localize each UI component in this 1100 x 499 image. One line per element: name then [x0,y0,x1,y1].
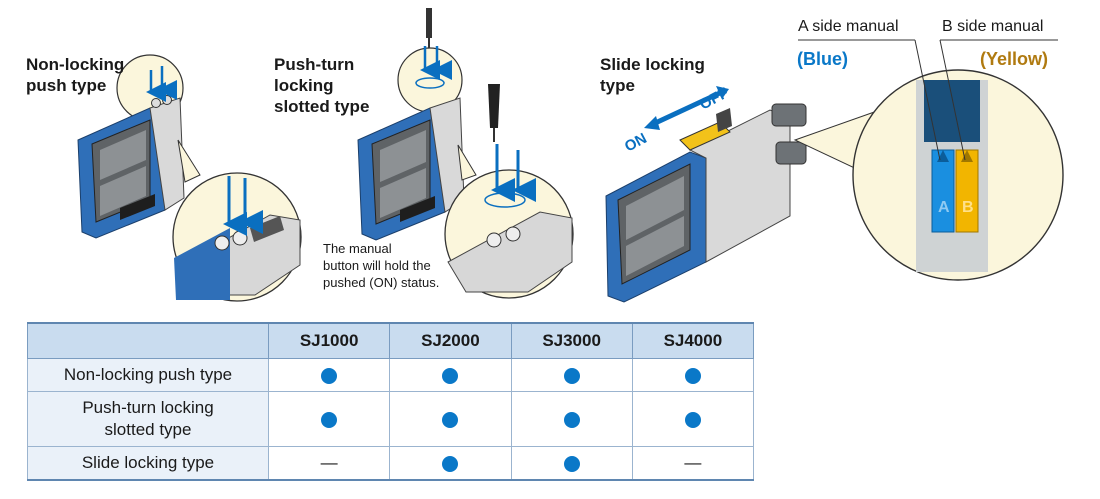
push-turn-label-line2: locking [274,76,334,95]
row-header-text: Push-turn locking [82,398,214,417]
non-locking-label-line1: Non-locking [26,55,125,74]
on-label: ON [622,130,650,156]
non-locking-label-line2: push type [26,76,107,95]
side-a-color: (Blue) [797,49,848,69]
supported-dot [321,411,338,428]
row-header-text: Non-locking push type [63,365,233,384]
row-header: Push-turn locking slotted type [27,391,269,447]
column-header: SJ3000 [510,322,633,359]
supported-dot [563,455,580,472]
supported-dot [563,411,580,428]
table-cell [389,446,512,481]
row-header: Slide locking type [27,446,269,481]
table-row: Push-turn locking slotted type [27,391,755,447]
column-header: SJ4000 [631,322,755,359]
supported-dot [563,367,580,384]
table-cell [631,391,755,447]
table-row: Non-locking push type [27,358,755,392]
table-cell [510,358,633,392]
table-cell: — [631,446,755,481]
non-locking-label: Non-locking push type [26,54,124,96]
manual-detail-illustration: A B [798,39,1064,281]
push-turn-label: Push-turn locking slotted type [274,54,369,117]
side-a-title: A side manual [798,18,899,35]
slide-label-line1: Slide locking [600,55,705,74]
table-cell [389,358,512,392]
note-line3: pushed (ON) status. [323,275,440,290]
illustrations: ON OFF A B [77,8,1064,303]
note-line2: button will hold the [323,258,431,273]
row-header-text: Slide locking type [81,453,215,472]
table-cell [267,358,391,392]
note-line1: The manual [323,241,392,256]
row-header-text: slotted type [104,420,192,439]
side-b-color: (Yellow) [980,49,1049,69]
push-turn-label-line3: slotted type [274,97,370,116]
column-header: SJ2000 [389,322,512,359]
table-cell [389,391,512,447]
push-turn-label-line1: Push-turn [274,55,355,74]
push-turn-valve-illustration [357,8,574,299]
supported-dot [442,367,459,384]
column-header: SJ1000 [267,322,391,359]
supported-dot [321,367,338,384]
supported-dot [684,367,701,384]
table-corner [27,322,269,359]
slide-label: Slide locking type [600,54,705,96]
side-b-title: B side manual [942,18,1044,35]
compatibility-table: SJ1000 SJ2000 SJ3000 SJ4000 Non-locking … [27,322,755,481]
table-cell [510,446,633,481]
supported-dot [442,455,459,472]
table-cell [267,391,391,447]
supported-dot [442,411,459,428]
table-cell [510,391,633,447]
table-row: Slide locking type — — [27,446,755,481]
letter-a: A [938,199,950,216]
not-supported-dash: — [320,453,338,472]
table-header-row: SJ1000 SJ2000 SJ3000 SJ4000 [27,322,755,359]
manual-hold-note: The manual button will hold the pushed (… [323,240,439,291]
non-locking-valve-illustration [77,54,302,302]
letter-b: B [962,199,974,216]
not-supported-dash: — [684,453,702,472]
slide-label-line2: type [600,76,635,95]
table-cell [631,358,755,392]
slide-locking-valve-illustration: ON OFF [605,84,881,303]
table-cell: — [267,446,391,481]
row-header: Non-locking push type [27,358,269,392]
supported-dot [684,411,701,428]
